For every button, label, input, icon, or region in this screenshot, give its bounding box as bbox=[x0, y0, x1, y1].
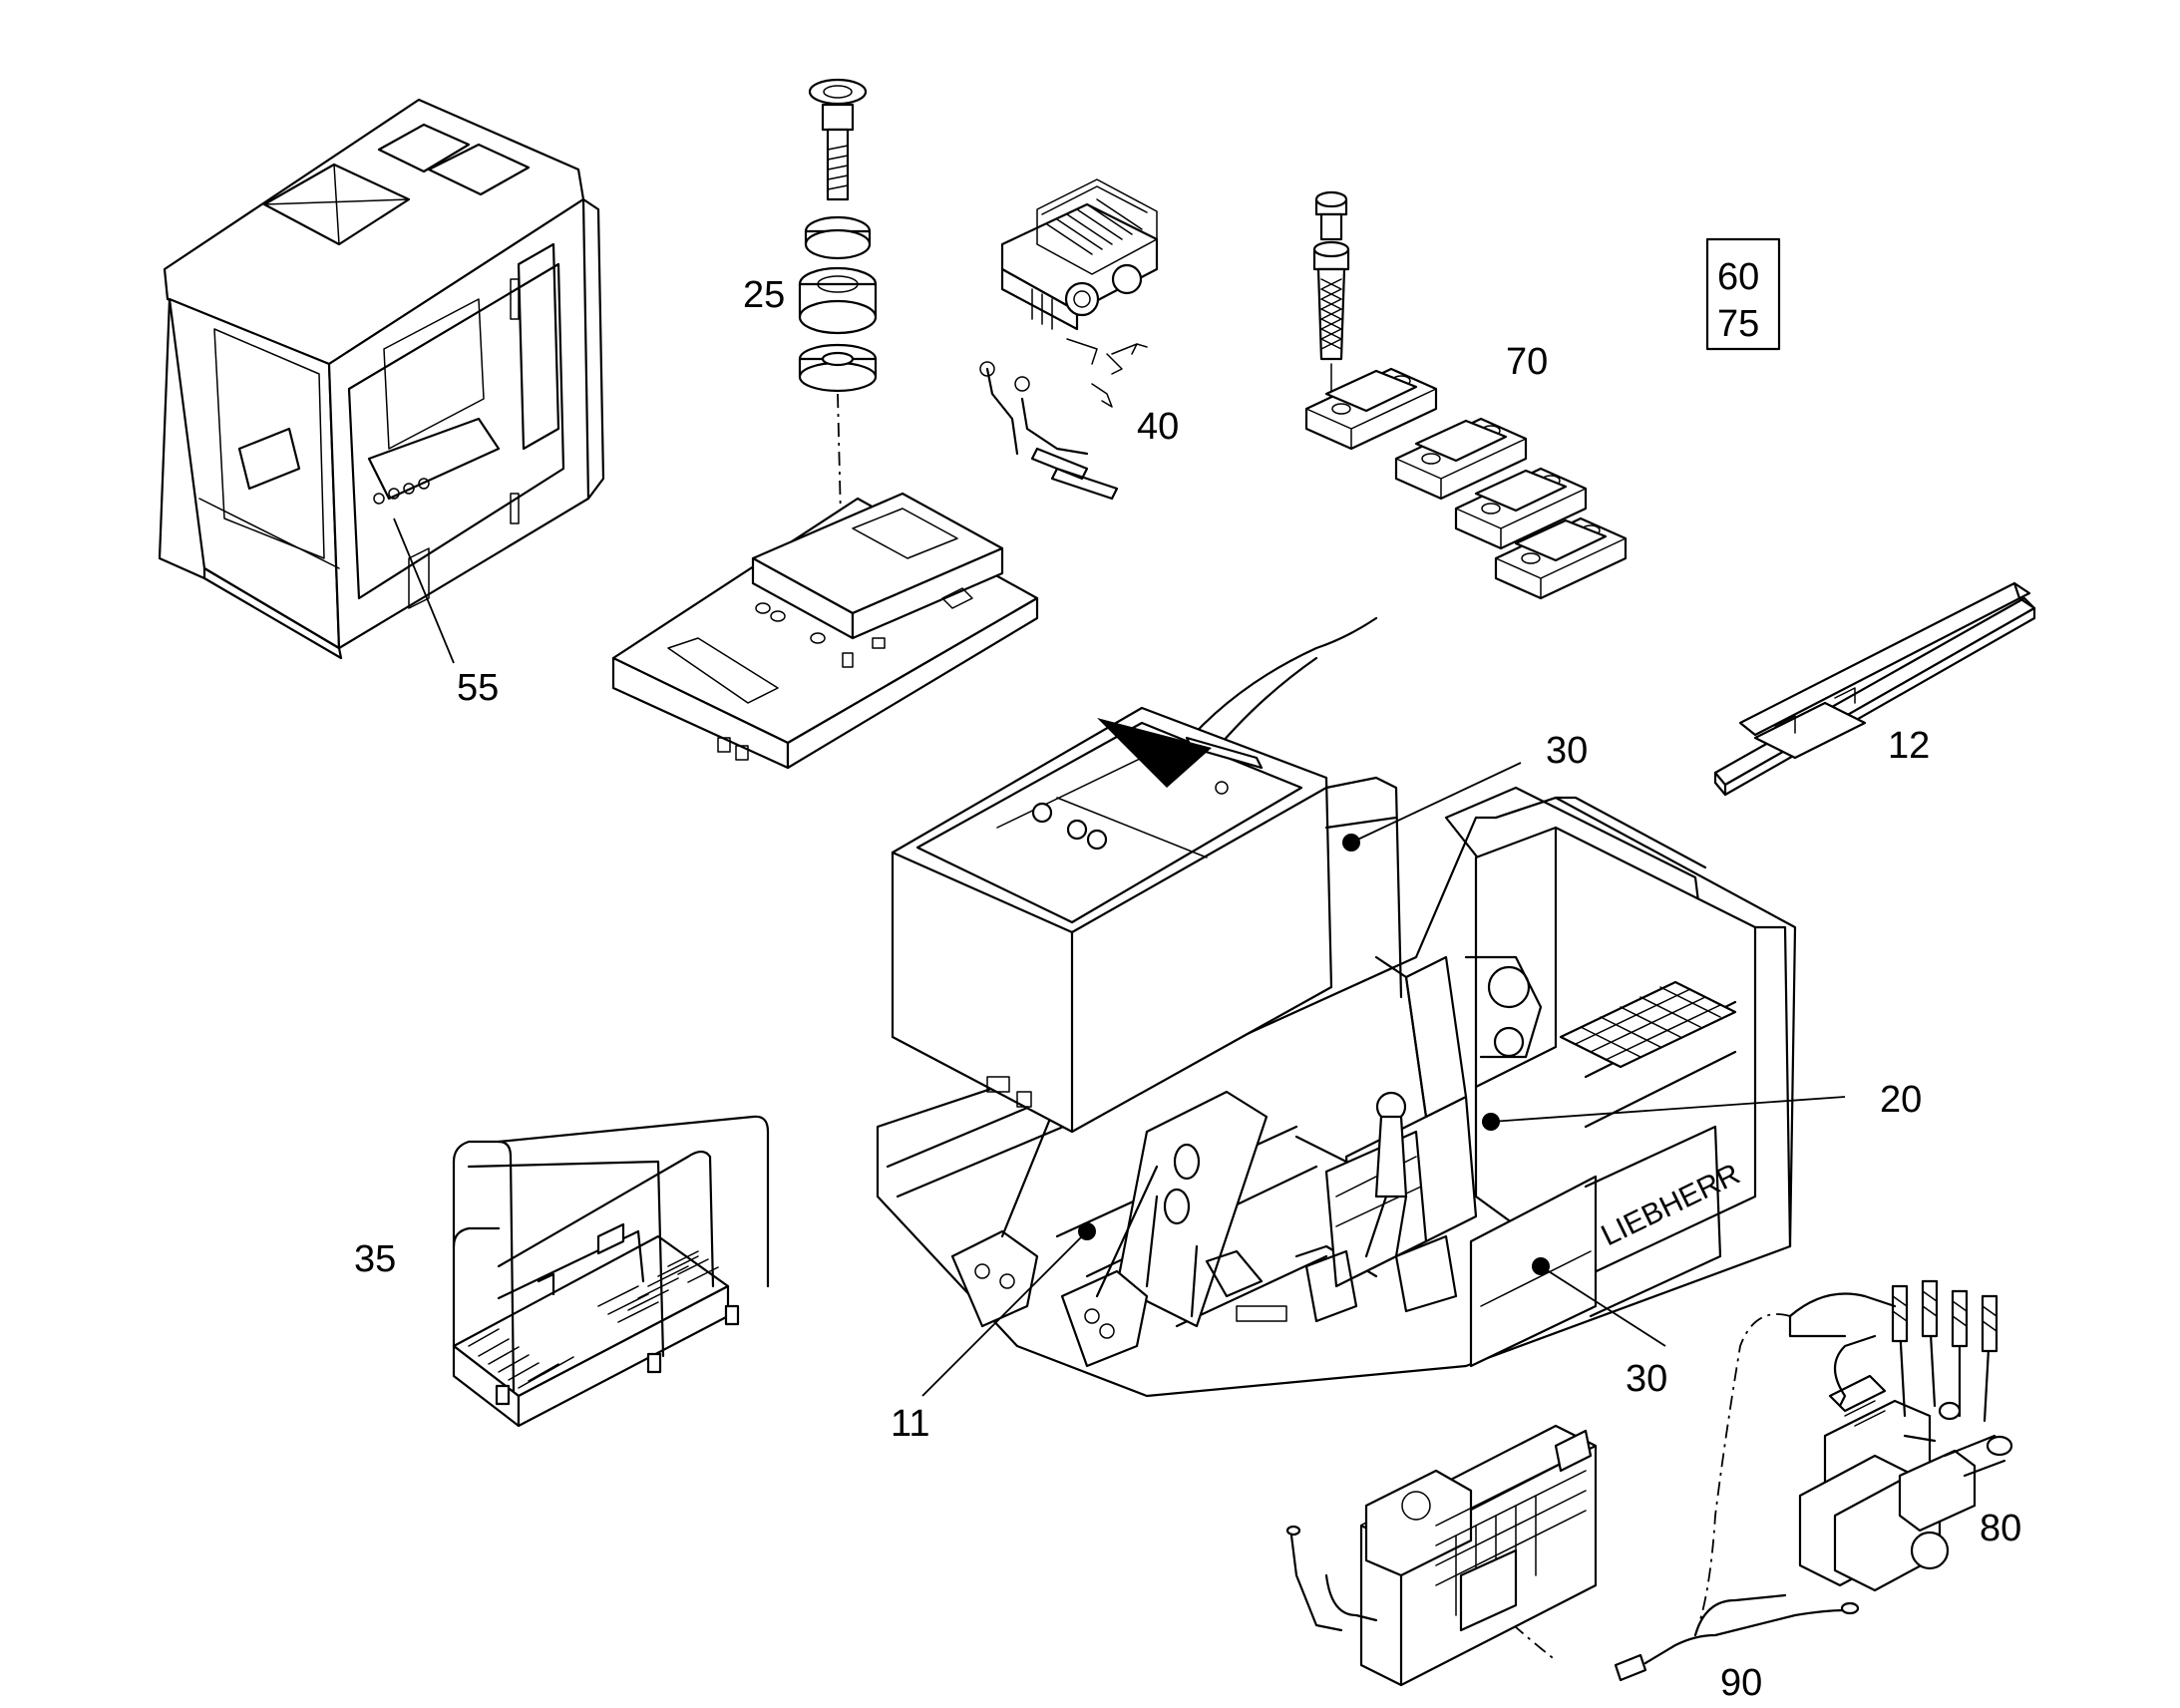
control-box-drawing bbox=[979, 178, 1159, 501]
mount-axis-line bbox=[837, 393, 842, 519]
callout-70: 70 bbox=[1506, 341, 1548, 383]
callout-30-upper: 30 bbox=[1546, 730, 1588, 772]
callout-11: 11 bbox=[891, 1403, 929, 1445]
callout-35: 35 bbox=[354, 1238, 396, 1280]
uppercarriage-frame-drawing bbox=[876, 616, 1797, 1398]
boxed-ref-75: 75 bbox=[1717, 303, 1759, 345]
fitting-and-pipe-clamp-drawing bbox=[1312, 190, 1350, 395]
ref-dot-30b bbox=[1532, 1257, 1550, 1275]
callout-30-lower: 30 bbox=[1626, 1358, 1667, 1400]
leader-30b bbox=[1540, 1265, 1666, 1347]
boxed-ref-60: 60 bbox=[1717, 256, 1759, 298]
callout-80: 80 bbox=[1980, 1508, 2021, 1549]
operator-cab-drawing bbox=[158, 98, 605, 660]
guard-rail-drawing bbox=[1713, 581, 2036, 797]
callout-55: 55 bbox=[457, 667, 499, 709]
leader-11 bbox=[921, 1230, 1088, 1397]
hydraulic-tank-drawing bbox=[891, 706, 1403, 1134]
leader-20 bbox=[1490, 1096, 1846, 1123]
cab-mount-stack-drawing bbox=[798, 78, 878, 393]
callout-20: 20 bbox=[1880, 1079, 1922, 1121]
ref-dot-11 bbox=[1078, 1222, 1096, 1240]
electronic-controller-drawing bbox=[1285, 1424, 1860, 1687]
valve-assembly-drawing bbox=[1788, 1279, 2013, 1592]
callout-40: 40 bbox=[1137, 406, 1179, 448]
harness-line-valve bbox=[1694, 1313, 1791, 1636]
ref-dot-30a bbox=[1342, 834, 1360, 852]
leader-55 bbox=[393, 517, 455, 664]
callout-12: 12 bbox=[1888, 725, 1930, 767]
callout-90: 90 bbox=[1720, 1662, 1762, 1704]
access-platform-drawing bbox=[452, 1115, 770, 1428]
callout-25: 25 bbox=[743, 274, 785, 316]
console-base-plate-drawing bbox=[611, 492, 1039, 770]
ref-dot-20 bbox=[1482, 1113, 1500, 1131]
pipe-clamp-blocks-drawing bbox=[1304, 367, 1628, 600]
reference-box bbox=[1705, 237, 1781, 351]
leader-30a bbox=[1350, 762, 1522, 844]
